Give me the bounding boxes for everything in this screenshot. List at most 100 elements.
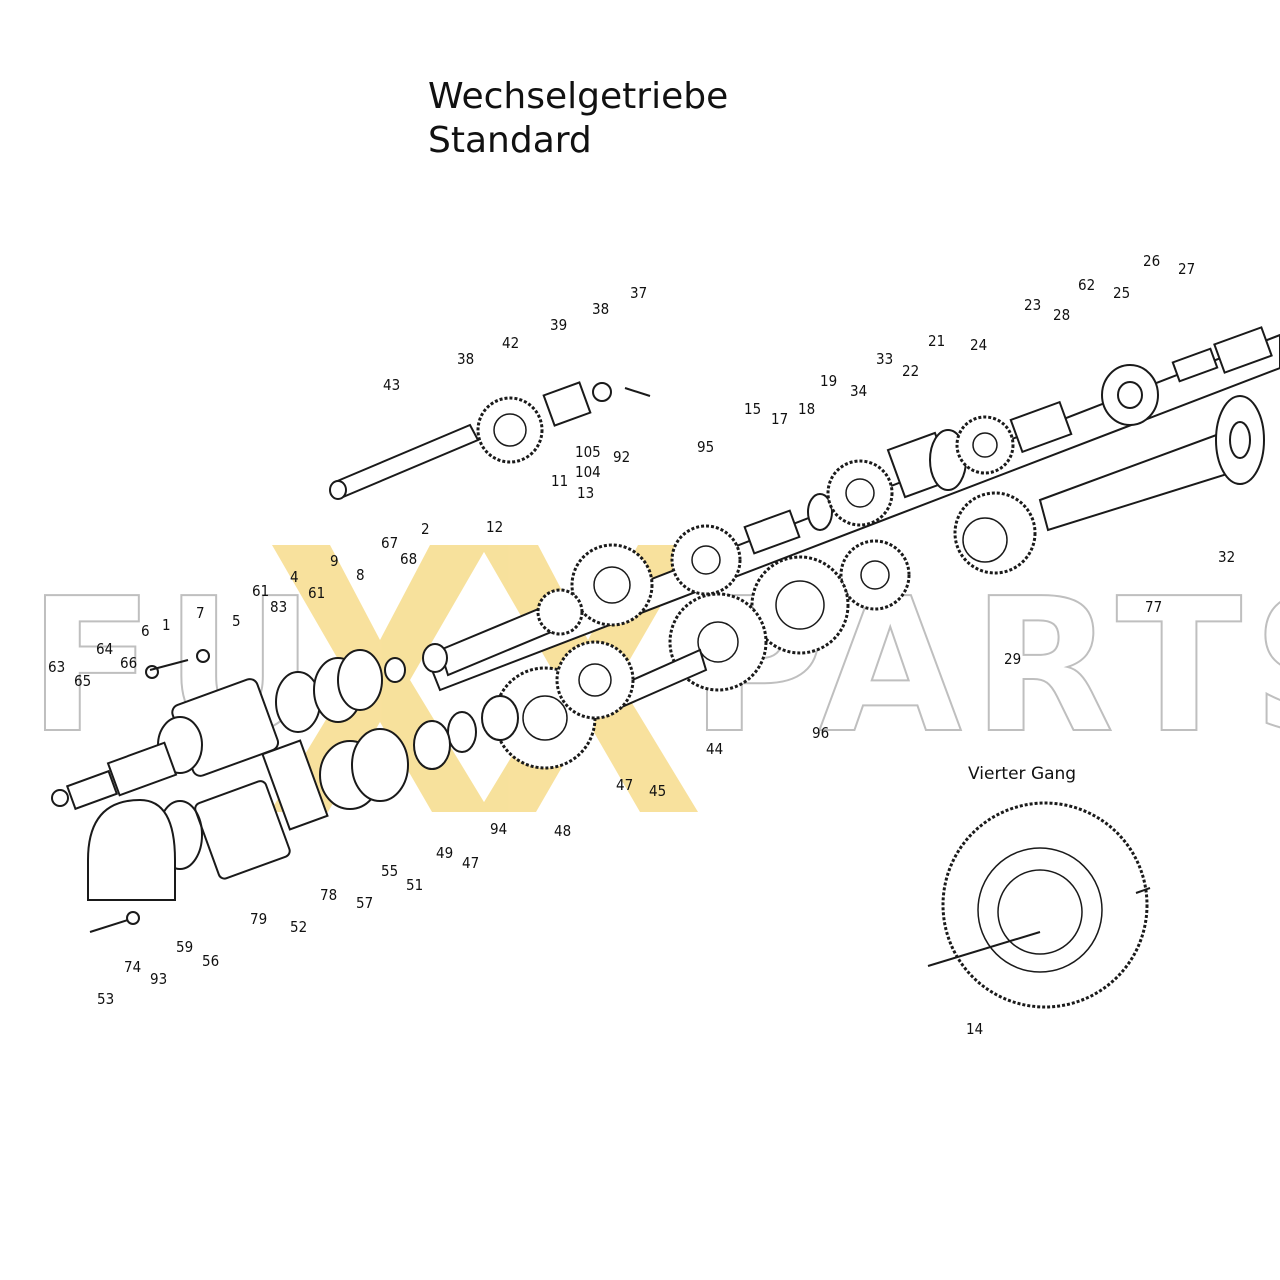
callout-label: 1 [162,616,171,634]
bearing-61 [275,671,321,733]
callout-label: 63 [48,658,65,676]
shaft-65 [65,769,119,811]
callout-label: 42 [502,334,519,352]
gear-11 [536,588,584,636]
gear-92 [570,543,654,627]
page-subtitle: Standard [428,120,592,161]
callout-label: 23 [1024,296,1041,314]
callout-label: 7 [196,604,205,622]
callout-label: 47 [462,854,479,872]
callout-label: 61 [252,582,269,600]
bolt-53 [89,919,129,933]
shaft-43 [333,423,480,499]
callout-label: 38 [457,350,474,368]
callout-label: 53 [97,990,114,1008]
gear-42 [476,396,544,464]
bearing-47b [447,711,477,753]
gasket-52 [261,739,329,831]
callout-label: 25 [1113,284,1130,302]
sleeve-23 [1009,400,1073,454]
callout-label: 74 [124,958,141,976]
callout-label: 11 [551,472,568,490]
callout-label: 34 [850,382,867,400]
callout-label: 8 [356,566,365,584]
callout-label: 18 [798,400,815,418]
gear-47 [555,640,635,720]
callout-label: 56 [202,952,219,970]
callout-label: 21 [928,332,945,350]
ring-63 [51,789,69,807]
pin-37 [624,387,651,397]
callout-label: 77 [1145,598,1162,616]
callout-label: 17 [771,410,788,428]
inset-part-number: 14 [966,1020,983,1038]
callout-label: 55 [381,862,398,880]
gear-14 [941,801,1149,1009]
washer-7 [196,649,210,663]
washer-74 [126,911,140,925]
callout-label: 65 [74,672,91,690]
callout-label: 19 [820,372,837,390]
housing-assembly [51,649,409,933]
center-cluster [384,588,635,770]
inset-leader-line [927,931,1041,967]
callout-label: 39 [550,316,567,334]
callout-label: 92 [613,448,630,466]
callout-label: 104 [575,463,601,481]
callout-label: 24 [970,336,987,354]
gear-96b [839,539,911,611]
callout-label: 32 [1218,548,1235,566]
callout-label: 9 [330,552,339,570]
callout-label: 52 [290,918,307,936]
gear-29 [953,491,1037,575]
callout-label: 29 [1004,650,1021,668]
bearing-39 [542,381,592,427]
ring-49 [413,720,451,770]
cover-93 [87,798,176,901]
gear-24 [955,415,1015,475]
ring-8 [337,649,383,711]
bearing-2 [422,643,448,673]
sleeve-64 [106,741,178,797]
sleeve-15 [743,509,801,555]
callout-label: 6 [141,622,150,640]
washer-6 [145,665,159,679]
callout-label: 43 [383,376,400,394]
ring-55 [351,728,409,802]
callout-label: 13 [577,484,594,502]
callout-label: 37 [630,284,647,302]
callout-label: 4 [290,568,299,586]
callout-label: 2 [421,520,430,538]
hub-94 [481,695,519,741]
callout-label: 83 [270,598,287,616]
inset-fourth-gear: 14 [927,801,1151,1038]
callout-label: 67 [381,534,398,552]
callout-labels: 43 38 42 39 38 37 105 104 13 11 92 95 15… [48,252,1235,1008]
callout-label: 26 [1143,252,1160,270]
callout-label: 5 [232,612,241,630]
gear-96 [750,555,850,655]
callout-label: 95 [697,438,714,456]
flange-79 [194,780,291,880]
inset-label: Vierter Gang [968,764,1077,784]
ring-18 [807,493,833,531]
callout-label: 33 [876,350,893,368]
callout-label: 45 [649,782,666,800]
callout-label: 48 [554,822,571,840]
callout-label: 62 [1078,276,1095,294]
callout-label: 47 [616,776,633,794]
callout-label: 105 [575,443,601,461]
callout-label: 38 [592,300,609,318]
callout-label: 51 [406,876,423,894]
callout-label: 94 [490,820,507,838]
bearing-25 [1101,364,1159,426]
callout-label: 12 [486,518,503,536]
ring-38 [592,382,612,402]
callout-label: 64 [96,640,113,658]
nut-27 [1171,347,1219,383]
gear-34 [826,459,894,527]
callout-label: 93 [150,970,167,988]
counter-shaft-assembly [329,381,651,500]
callout-label: 61 [308,584,325,602]
